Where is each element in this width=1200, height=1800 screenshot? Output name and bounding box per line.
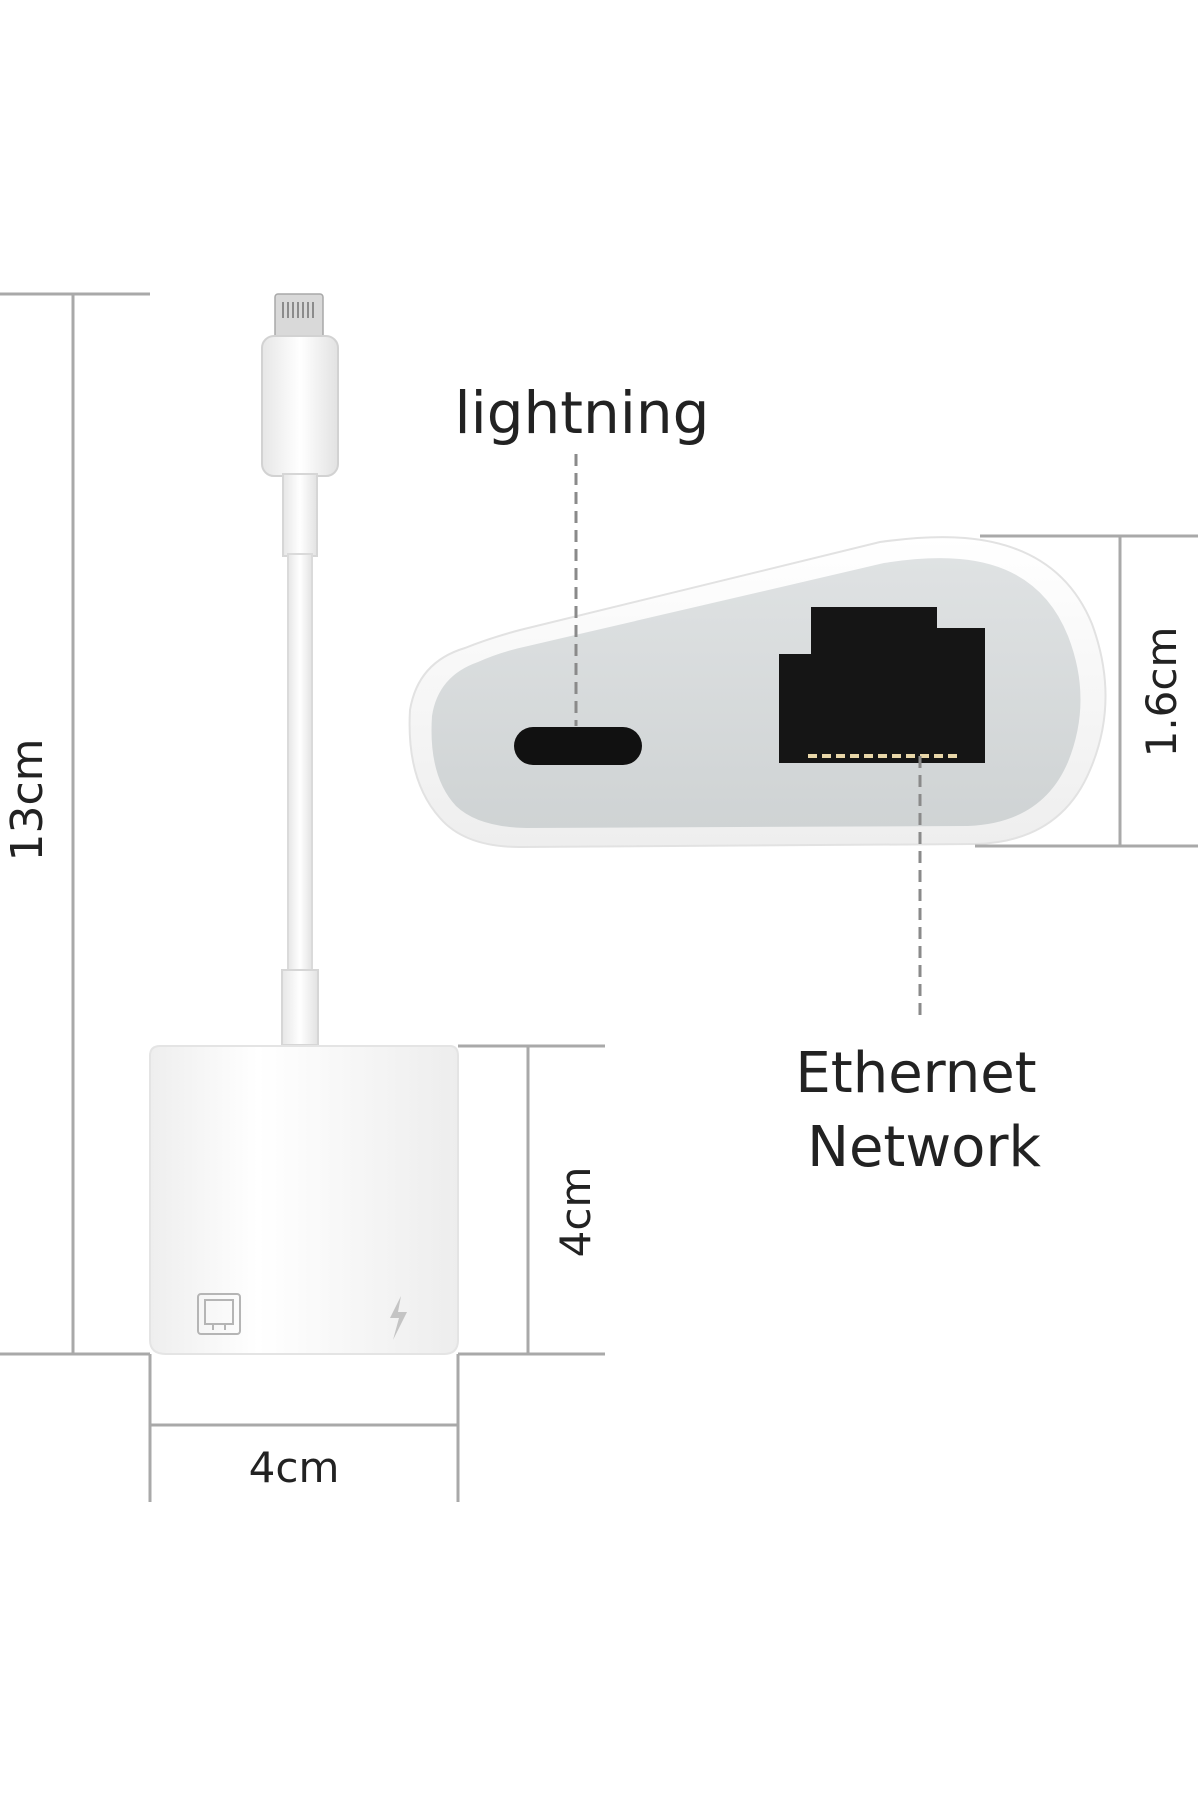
body-strain-relief	[281, 969, 319, 1046]
connector-pins	[282, 302, 314, 318]
lightning-cable	[261, 293, 339, 1046]
adapter-body-shell	[149, 1045, 459, 1355]
ethernet-label-line1: Ethernet	[795, 1041, 1036, 1106]
total-length-label: 13cm	[2, 738, 53, 861]
body-height-label: 4cm	[551, 1167, 600, 1258]
port-face-height-label: 1.6cm	[1137, 627, 1186, 758]
lightning-port-slot	[514, 727, 642, 765]
port-face-view	[408, 536, 1107, 849]
lightning-port-label: lightning	[455, 379, 710, 447]
rj45-contacts	[808, 754, 957, 758]
total-length-dimension: 13cm	[0, 292, 150, 1356]
adapter-body	[149, 1045, 459, 1355]
body-width-label: 4cm	[249, 1443, 340, 1492]
body-width-dimension: 4cm	[148, 1354, 460, 1502]
ethernet-port-icon	[197, 1293, 241, 1335]
port-face-height-dimension: 1.6cm	[975, 534, 1198, 848]
ethernet-label-line2: Network	[807, 1115, 1041, 1180]
ethernet-callout: Ethernet Network	[795, 756, 1041, 1180]
rj45-jack	[779, 607, 985, 763]
charging-bolt-icon	[390, 1296, 407, 1340]
cable	[287, 553, 313, 973]
lightning-plug-housing	[261, 335, 339, 477]
plug-strain-relief	[282, 473, 318, 557]
body-height-dimension: 4cm	[458, 1044, 605, 1356]
lightning-callout: lightning	[455, 379, 710, 726]
